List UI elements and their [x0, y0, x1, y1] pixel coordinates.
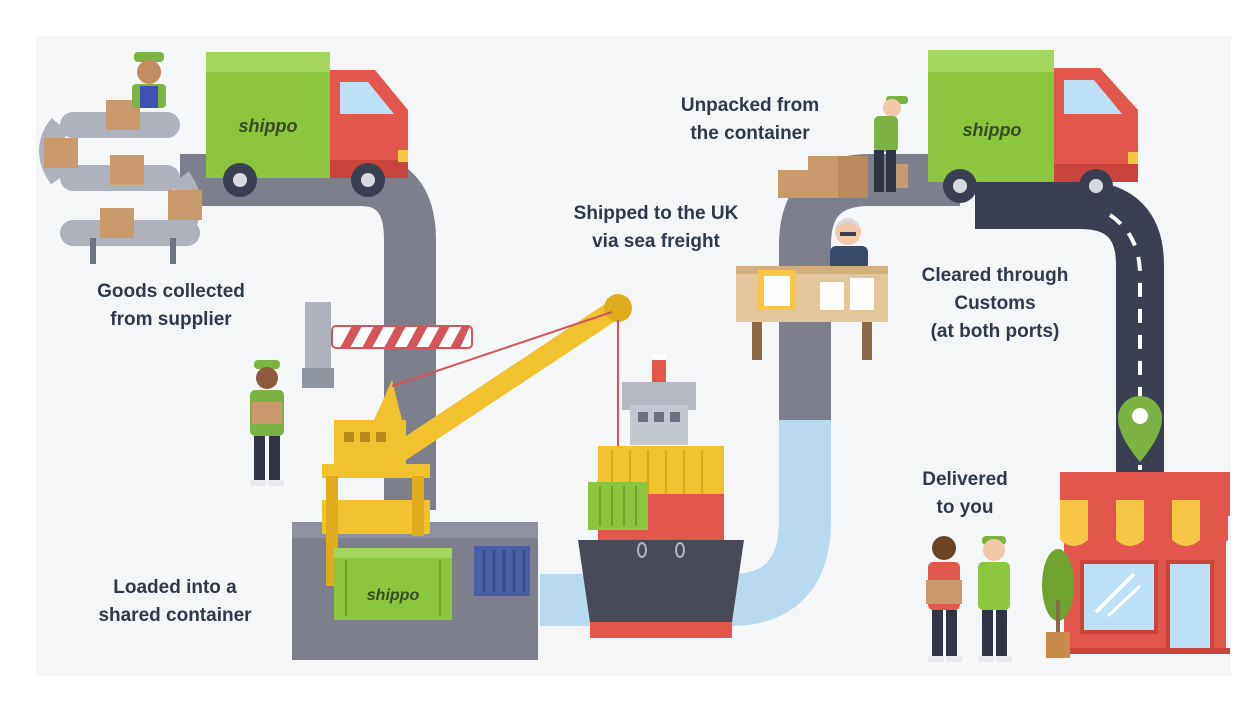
customs-officer [830, 218, 868, 270]
delivery-worker [978, 536, 1012, 662]
potted-tree [1042, 549, 1074, 658]
customs-desk [736, 266, 888, 360]
sea-route [540, 420, 831, 626]
conveyor-belt-illustration [39, 100, 202, 264]
step-customs: Cleared through Customs (at both ports) [921, 265, 1069, 342]
step-delivered: Delivered to you [922, 469, 1008, 518]
worker-with-parcel [250, 360, 284, 486]
shippo-container [334, 548, 452, 620]
truck-left [206, 52, 408, 197]
step-shipped-uk: Shipped to the UK via sea freight [573, 203, 739, 252]
container-logo: shippo [367, 587, 420, 604]
step-goods-collected: Goods collected from supplier [97, 281, 245, 330]
step-unpacked: Unpacked from the container [680, 95, 820, 144]
road-path-right [975, 181, 1164, 480]
truck-right-logo: shippo [963, 120, 1022, 140]
step-loaded-container: Loaded into a shared container [98, 577, 252, 626]
dock-crane [322, 294, 641, 586]
truck-left-logo: shippo [239, 116, 298, 136]
location-pin-icon [1118, 396, 1162, 462]
unpacked-boxes [778, 156, 908, 198]
customer-person [926, 536, 962, 662]
hanging-container [588, 482, 648, 530]
barrier-gate [302, 302, 473, 388]
truck-right [928, 50, 1138, 203]
worker-unpacking [874, 96, 908, 192]
worker-conveyor [132, 52, 166, 108]
shop-storefront [1060, 472, 1230, 654]
